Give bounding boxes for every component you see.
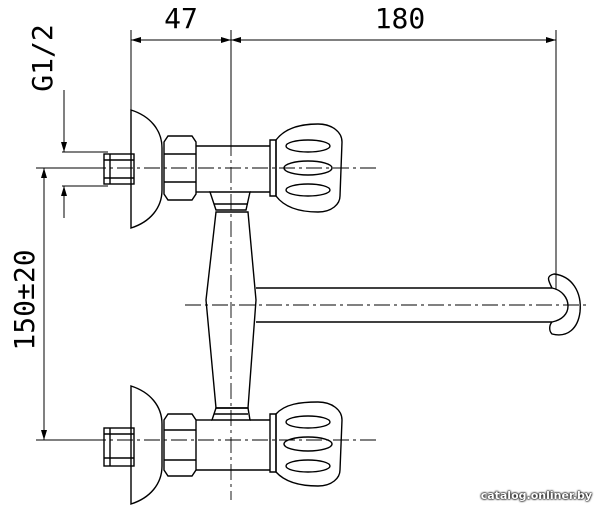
central-body [205, 191, 257, 421]
center-lines [90, 140, 590, 500]
dimension-lines [41, 37, 556, 440]
bottom-inlet [103, 385, 343, 505]
top-handle [275, 123, 343, 213]
dim-label-center-distance: 150±20 [8, 249, 41, 350]
watermark: catalog.onliner.by [480, 489, 592, 502]
dim-label-spout-reach: 180 [375, 2, 426, 35]
spout [256, 273, 581, 336]
top-inlet [103, 109, 343, 229]
dim-label-thread-size: G1/2 [26, 24, 59, 91]
bottom-handle [275, 401, 343, 487]
extension-lines [36, 30, 557, 441]
dim-label-depth: 47 [164, 2, 198, 35]
